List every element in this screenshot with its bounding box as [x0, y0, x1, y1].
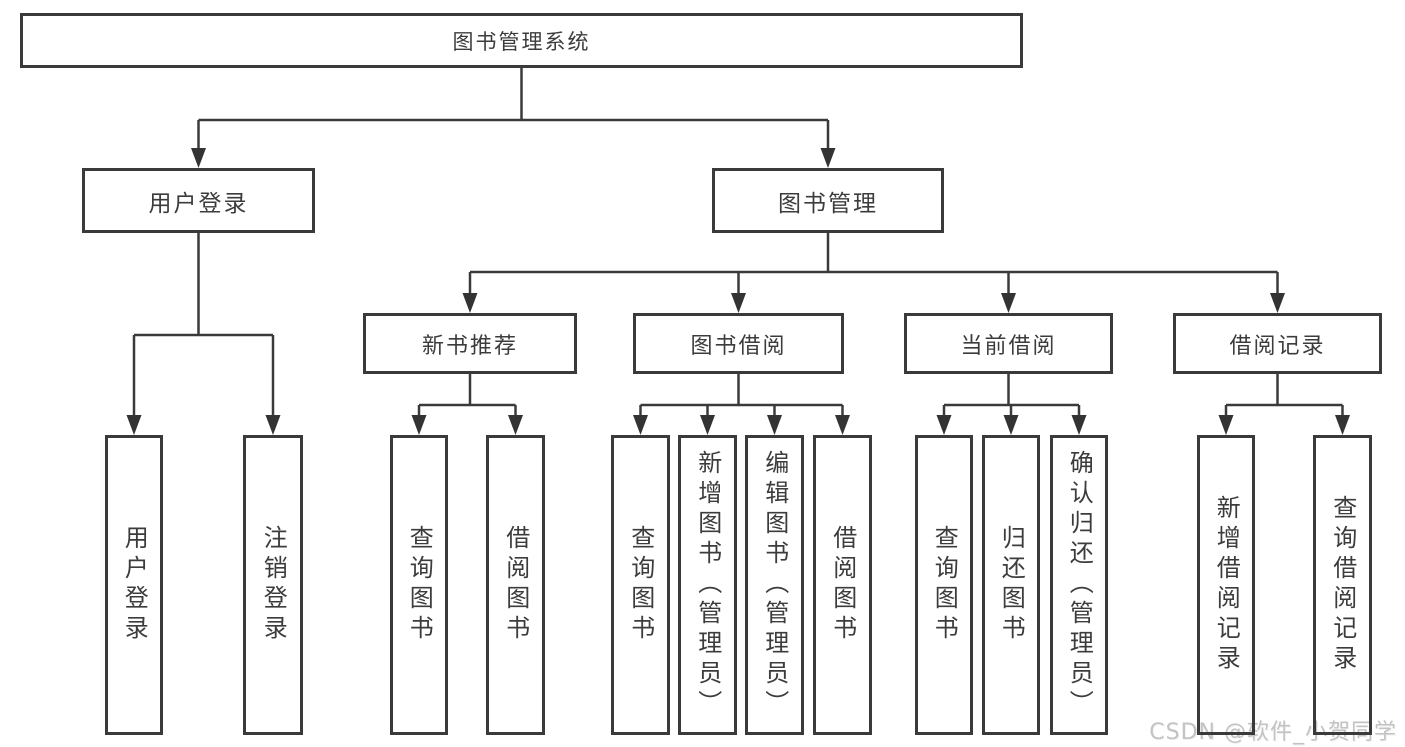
node-current-borrowing-label: 当前借阅: [960, 333, 1057, 359]
connector-root-to-level2: [191, 68, 836, 168]
node-library-system-label: 图书管理系统: [452, 29, 591, 54]
leaf-add-borrow-record: 新增借阅记录: [1197, 435, 1255, 735]
leaf-user-login: 用户登录: [105, 435, 163, 735]
node-library-system: 图书管理系统: [20, 13, 1023, 68]
connector-current-to-leaves: [936, 374, 1087, 435]
node-borrowing-records: 借阅记录: [1173, 313, 1382, 374]
leaf-return-books-label: 归还图书: [997, 525, 1026, 645]
connector-records-to-leaves: [1218, 374, 1350, 435]
leaf-newbooks-borrow-books-label: 借阅图书: [501, 525, 530, 645]
node-user-login-label: 用户登录: [148, 190, 249, 217]
connector-management-to-level3: [462, 233, 1285, 313]
leaf-logout: 注销登录: [243, 435, 303, 735]
node-new-book-recommend-label: 新书推荐: [421, 333, 518, 359]
connector-borrowing-to-leaves: [633, 374, 850, 435]
leaf-return-books: 归还图书: [982, 435, 1040, 735]
leaf-logout-label: 注销登录: [259, 525, 288, 645]
leaf-borrowing-query-books: 查询图书: [611, 435, 670, 735]
connector-newbooks-to-leaves: [411, 374, 523, 435]
connector-login-to-leaves: [126, 233, 281, 435]
leaf-newbooks-query-books: 查询图书: [390, 435, 448, 735]
node-borrowing-records-label: 借阅记录: [1229, 333, 1326, 359]
node-book-borrowing-label: 图书借阅: [690, 333, 787, 359]
leaf-confirm-return-admin: 确认归还（管理员）: [1050, 435, 1108, 735]
leaf-edit-books-admin: 编辑图书（管理员）: [745, 435, 804, 735]
leaf-current-query-books: 查询图书: [915, 435, 973, 735]
node-book-management-label: 图书管理: [778, 190, 878, 217]
leaf-current-query-books-label: 查询图书: [930, 525, 959, 645]
node-book-borrowing: 图书借阅: [633, 313, 844, 374]
node-user-login: 用户登录: [82, 168, 315, 233]
leaf-newbooks-borrow-books: 借阅图书: [486, 435, 545, 735]
leaf-add-books-admin-label: 新增图书（管理员）: [693, 450, 722, 720]
leaf-confirm-return-admin-label: 确认归还（管理员）: [1065, 450, 1094, 720]
leaf-borrowing-query-books-label: 查询图书: [626, 525, 655, 645]
leaf-query-borrow-record-label: 查询借阅记录: [1328, 495, 1357, 675]
leaf-newbooks-query-books-label: 查询图书: [405, 525, 434, 645]
leaf-query-borrow-record: 查询借阅记录: [1313, 435, 1372, 735]
node-current-borrowing: 当前借阅: [904, 313, 1113, 374]
node-new-book-recommend: 新书推荐: [363, 313, 577, 374]
leaf-borrowing-borrow-books: 借阅图书: [813, 435, 872, 735]
leaf-edit-books-admin-label: 编辑图书（管理员）: [760, 450, 789, 720]
leaf-borrowing-borrow-books-label: 借阅图书: [828, 525, 857, 645]
leaf-add-borrow-record-label: 新增借阅记录: [1212, 495, 1241, 675]
leaf-add-books-admin: 新增图书（管理员）: [678, 435, 737, 735]
leaf-user-login-label: 用户登录: [120, 525, 149, 645]
node-book-management: 图书管理: [712, 168, 944, 233]
